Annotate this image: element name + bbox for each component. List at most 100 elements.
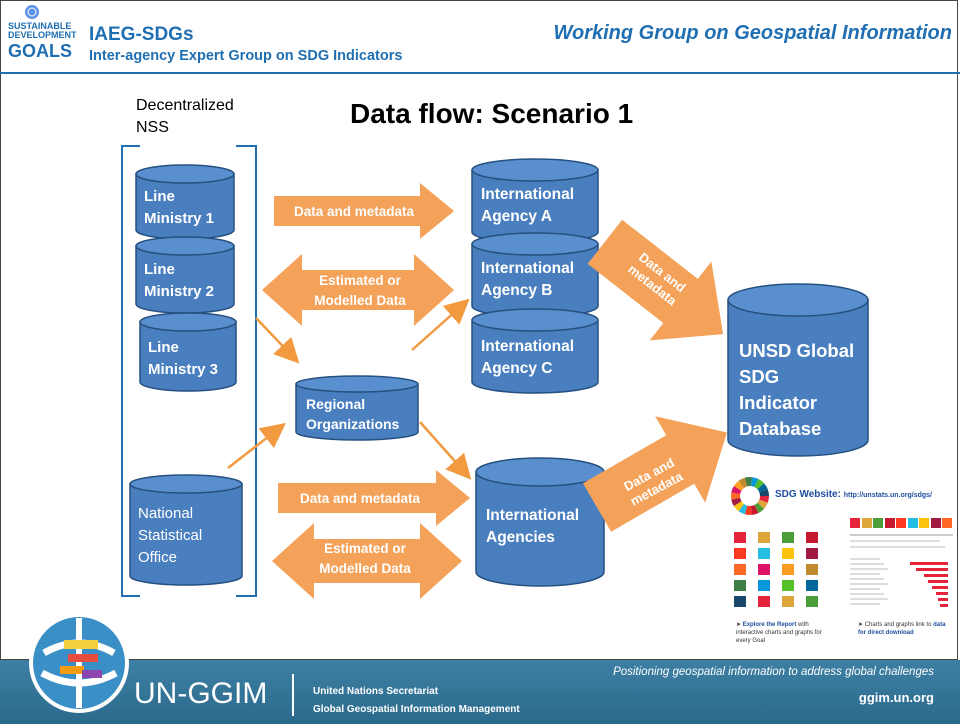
nss-bracket-left	[121, 145, 140, 597]
international-agency-c-label: International Agency C	[481, 338, 575, 377]
sdg-goal-tile	[758, 532, 770, 543]
sdg-wheel-segment	[731, 497, 742, 507]
international-agencies-label: International Agencies	[486, 507, 580, 546]
sdg-wheel-segment	[750, 477, 759, 488]
line-ministry-2-cylinder	[135, 236, 235, 314]
sdg-wheel-segment	[750, 504, 759, 515]
sdg-goal-tile	[907, 518, 918, 528]
thin-arrow-regional-to-agency-b	[411, 298, 470, 351]
footer-separator	[292, 674, 294, 716]
sdg-wheel-segment	[754, 502, 765, 514]
data-flow-diagram	[121, 145, 869, 599]
sdg-goal-tile	[734, 596, 746, 607]
sdg-goal-tile	[758, 564, 770, 575]
footer-org-line1: United Nations Secretariat	[313, 686, 439, 697]
sdg-wheel-segment	[754, 478, 765, 490]
sdg-wheel-segment	[731, 485, 742, 495]
sdg-goal-tile	[734, 532, 746, 543]
international-agency-b-cylinder	[471, 232, 599, 318]
arrow-diag-lower	[583, 416, 727, 532]
nss-label: Decentralized NSS	[136, 97, 234, 136]
sdg-bar	[938, 598, 948, 601]
line-ministry-3-label: Line Ministry 3	[148, 339, 219, 378]
sdg-goal-tile	[782, 532, 794, 543]
sdg-wheel-segment	[733, 501, 744, 512]
sdg-goal-tile	[806, 596, 818, 607]
sdg-website-url: http://unstats.un.org/sdgs/	[843, 492, 932, 499]
thin-arrow-nso-to-regional	[227, 422, 286, 469]
sdg-goal-tile	[782, 580, 794, 591]
sdg-goal-tile	[930, 518, 941, 528]
un-emblem-icon	[25, 5, 39, 19]
nss-bracket-right	[236, 145, 257, 597]
sdg-wheel-segment	[731, 492, 741, 500]
sdg-goal-tile	[758, 596, 770, 607]
sdg-bar	[936, 592, 948, 595]
footer	[0, 660, 960, 724]
footer-org-line2: Global Geospatial Information Management	[313, 704, 520, 715]
arrow-diag-upper	[587, 219, 724, 341]
line-ministry-1-label: Line Ministry 1	[144, 188, 215, 227]
sdg-bar	[916, 568, 948, 571]
sdg-goal-tile	[919, 518, 929, 528]
sdg-wheel-segment	[733, 480, 744, 491]
sdg-goal-tile	[896, 518, 906, 528]
sdg-website-title: SDG Website: http://unstats.un.org/sdgs/	[775, 489, 932, 500]
regional-organizations-cylinder	[295, 375, 419, 441]
sdg-note-left: ➤ Explore the Report with interactive ch…	[736, 622, 822, 644]
arrow-top-estimated	[262, 254, 454, 326]
sdg-goal-tile	[806, 548, 818, 559]
sdg-goal-tile	[734, 548, 746, 559]
footer-brand: UN-GGIM	[134, 677, 268, 710]
national-statistical-office-cylinder	[129, 474, 243, 586]
arrow-bottom-data	[278, 470, 470, 526]
sdg-wheel-segment	[744, 505, 752, 515]
sdg-bar	[910, 562, 948, 565]
international-agencies-cylinder	[475, 457, 605, 587]
arrow-label-bottom-estimated: Estimated or Modelled Data	[319, 541, 411, 576]
footer-tagline: Positioning geospatial information to ad…	[613, 666, 934, 678]
sdg-goal-tile	[884, 518, 895, 528]
unsd-database-label: UNSD Global SDG Indicator Database	[739, 340, 855, 439]
sdg-website-preview	[728, 518, 953, 618]
sdg-goal-tile	[734, 580, 746, 591]
regional-organizations-label: Regional Organizations	[306, 396, 400, 432]
sdg-goal-tile	[806, 580, 818, 591]
thin-arrow-lm3-to-regional	[255, 317, 300, 364]
sdg-goal-tile	[782, 564, 794, 575]
sdg-bar-chart-preview	[900, 562, 950, 612]
org-subtitle: Inter-agency Expert Group on SDG Indicat…	[89, 48, 403, 64]
sdg-goal-tile-strip	[850, 518, 953, 528]
header-divider	[0, 72, 960, 74]
footer-org: United Nations Secretariat Global Geospa…	[313, 683, 520, 719]
org-title: IAEG-SDGs	[89, 24, 194, 45]
sdg-goal-tile	[873, 518, 883, 528]
line-ministry-1-cylinder	[135, 164, 235, 240]
sdg-wheel-segment	[744, 477, 752, 487]
line-ministry-2-label: Line Ministry 2	[144, 261, 215, 300]
sdg-wheel-segment	[738, 477, 748, 489]
sdg-goal-tile-grid	[728, 518, 828, 614]
arrow-bottom-estimated	[272, 523, 462, 599]
sdg-bar	[924, 574, 948, 577]
international-agency-a-label: International Agency A	[481, 186, 575, 225]
sdg-logo: SUSTAINABLE DEVELOPMENT GOALS	[8, 5, 77, 61]
footer-url: ggim.un.org	[858, 690, 934, 705]
sdg-chart-preview	[850, 518, 953, 614]
sdg-goal-tile	[861, 518, 872, 528]
arrow-label-top-estimated: Estimated or Modelled Data	[314, 273, 406, 308]
sdg-note-right: ➤ Charts and graphs link to data for dir…	[858, 622, 946, 636]
sdg-wheel-icon	[731, 477, 769, 515]
sdg-goal-tile	[758, 580, 770, 591]
sdg-wheel-segment	[757, 499, 768, 509]
sdg-wheel-segment	[759, 496, 769, 503]
logo-line2: DEVELOPMENT	[8, 30, 77, 40]
sdg-goal-tile	[734, 564, 746, 575]
slide-title: Data flow: Scenario 1	[350, 98, 634, 129]
arrow-label-bottom-data: Data and metadata	[299, 491, 421, 506]
sdg-goal-tile	[782, 548, 794, 559]
sdg-goal-tile	[806, 564, 818, 575]
sdg-goal-tile	[942, 518, 952, 528]
international-agency-c-cylinder	[471, 308, 599, 394]
